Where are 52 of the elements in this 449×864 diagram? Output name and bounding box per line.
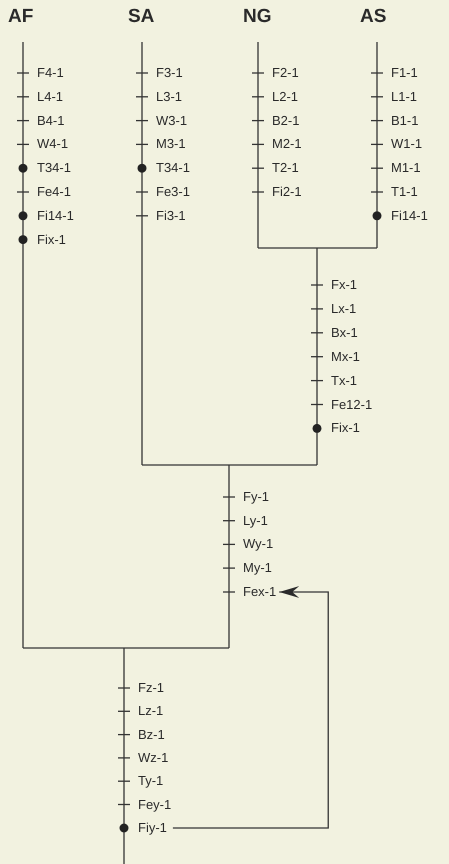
taxon-label: NG xyxy=(243,6,272,28)
character-label: B2-1 xyxy=(272,112,300,129)
character-label: Lx-1 xyxy=(331,300,356,317)
character-label: Ty-1 xyxy=(138,773,164,790)
character-label: Lz-1 xyxy=(138,703,164,720)
character-label: Bz-1 xyxy=(138,726,165,743)
character-label: Fe12-1 xyxy=(331,396,372,412)
character-label: T2-1 xyxy=(272,160,299,176)
character-label: L2-1 xyxy=(272,88,298,105)
character-label: W4-1 xyxy=(37,136,68,152)
character-label: T34-1 xyxy=(156,160,190,176)
character-label: My-1 xyxy=(243,560,272,576)
taxon-label: AF xyxy=(8,6,34,28)
character-label: B1-1 xyxy=(391,112,418,129)
character-label: Fi14-1 xyxy=(37,208,74,224)
character-label: Fx-1 xyxy=(331,277,357,293)
character-label: L3-1 xyxy=(156,88,182,105)
character-label: Ly-1 xyxy=(243,512,268,529)
character-label: Bx-1 xyxy=(331,324,358,341)
character-label: M2-1 xyxy=(272,136,302,152)
character-label: W3-1 xyxy=(156,112,188,129)
character-label: F3-1 xyxy=(156,65,183,81)
character-label: Fz-1 xyxy=(138,680,164,696)
character-label: Fe3-1 xyxy=(156,184,190,200)
character-label: Wz-1 xyxy=(138,750,168,766)
character-label: Fex-1 xyxy=(243,584,276,600)
character-label: Fy-1 xyxy=(243,489,269,505)
character-label: W1-1 xyxy=(391,136,422,152)
character-label: L1-1 xyxy=(391,88,418,105)
character-label: Fix-1 xyxy=(37,232,66,248)
character-label: Fey-1 xyxy=(138,796,172,812)
character-label: Tx-1 xyxy=(331,372,357,389)
character-label: Fi2-1 xyxy=(272,184,302,200)
character-label: M3-1 xyxy=(156,136,186,152)
character-label: L4-1 xyxy=(37,88,64,105)
taxon-label: AS xyxy=(360,6,386,28)
taxon-label: SA xyxy=(128,6,154,28)
character-label: M1-1 xyxy=(391,160,421,176)
character-label: F2-1 xyxy=(272,65,299,81)
character-label: Mx-1 xyxy=(331,348,360,365)
character-label: Fi3-1 xyxy=(156,208,186,224)
character-label: F1-1 xyxy=(391,65,418,81)
character-label: Fiy-1 xyxy=(138,820,167,836)
character-label: Wy-1 xyxy=(243,536,274,552)
character-label: Fe4-1 xyxy=(37,184,71,200)
character-label: B4-1 xyxy=(37,112,64,129)
character-label: Fix-1 xyxy=(331,420,360,436)
character-label: T1-1 xyxy=(391,184,418,200)
character-label: Fi14-1 xyxy=(391,208,428,224)
arrow xyxy=(172,586,329,829)
character-label: T34-1 xyxy=(37,160,71,176)
character-label: F4-1 xyxy=(37,65,64,81)
